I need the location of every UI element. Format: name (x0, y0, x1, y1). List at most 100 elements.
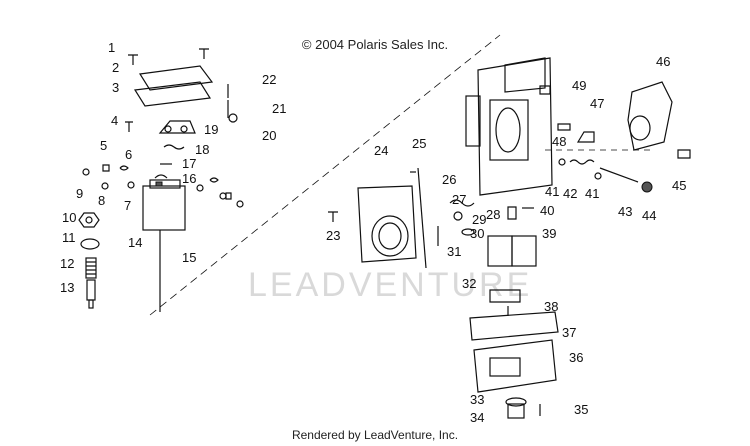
part-nut-10 (78, 212, 100, 228)
part-screw-43 (599, 167, 639, 183)
part-washer-41b (594, 172, 602, 180)
callout-24: 24 (374, 143, 388, 158)
part-e-ring-9b (236, 200, 244, 208)
part-gasket-37 (469, 311, 559, 341)
callout-22: 22 (262, 72, 276, 87)
part-plug-34 (507, 403, 525, 419)
callout-31: 31 (447, 244, 461, 259)
part-washer-41 (558, 158, 566, 166)
part-washer-7 (127, 181, 135, 189)
part-float-bowl-36 (473, 339, 557, 393)
callout-45: 45 (672, 178, 686, 193)
part-slide-valve-14 (142, 179, 186, 231)
part-cap-44 (641, 181, 653, 193)
callout-40: 40 (540, 203, 554, 218)
part-washer-11 (80, 238, 100, 250)
callout-49: 49 (572, 78, 586, 93)
part-clip-5 (102, 164, 110, 172)
part-jet-28 (507, 206, 517, 220)
callout-35: 35 (574, 402, 588, 417)
callout-41: 41 (545, 184, 559, 199)
part-spring-12 (85, 257, 97, 279)
part-spring-42 (569, 159, 595, 165)
part-washer-7b (196, 184, 204, 192)
callout-28: 28 (486, 207, 500, 222)
part-gasket-25 (417, 167, 427, 269)
callout-1: 1 (108, 40, 115, 55)
watermark: LEADVENTURE (248, 266, 532, 304)
callout-34: 34 (470, 410, 484, 425)
callout-42: 42 (563, 186, 577, 201)
callout-6: 6 (125, 147, 132, 162)
callout-13: 13 (60, 280, 74, 295)
part-e-ring-9 (82, 168, 90, 176)
callout-33: 33 (470, 392, 484, 407)
part-screw-23 (328, 211, 338, 222)
callout-41-second: 41 (585, 186, 599, 201)
part-throttle-cover-46 (627, 81, 673, 151)
copyright-text: © 2004 Polaris Sales Inc. (301, 37, 449, 52)
callout-18: 18 (195, 142, 209, 157)
callout-4: 4 (111, 113, 118, 128)
callout-46: 46 (656, 54, 670, 69)
callout-3: 3 (112, 80, 119, 95)
callout-37: 37 (562, 325, 576, 340)
part-o-ring-30 (461, 228, 475, 236)
part-plunger-13 (86, 279, 96, 309)
part-cap-47 (576, 131, 595, 143)
separation-dash-line (149, 34, 501, 316)
callout-43: 43 (618, 204, 632, 219)
callout-39: 39 (542, 226, 556, 241)
callout-48: 48 (552, 134, 566, 149)
part-holder-19 (158, 120, 196, 134)
callout-20: 20 (262, 128, 276, 143)
callout-11: 11 (62, 230, 76, 245)
callout-47: 47 (590, 96, 604, 111)
part-spring-18 (163, 144, 185, 150)
part-gasket-3 (133, 81, 212, 107)
part-clip-6 (119, 165, 129, 171)
part-float-39 (487, 235, 537, 267)
part-screw-4 (125, 121, 133, 132)
callout-44: 44 (642, 208, 656, 223)
callout-21: 21 (272, 101, 286, 116)
callout-7: 7 (124, 198, 131, 213)
callout-27: 27 (452, 192, 466, 207)
callout-9: 9 (76, 186, 83, 201)
part-fitting-48 (557, 123, 571, 131)
part-plate-24 (357, 185, 417, 263)
callout-32: 32 (462, 276, 476, 291)
callout-26: 26 (442, 172, 456, 187)
callout-30: 30 (470, 226, 484, 241)
callout-25: 25 (412, 136, 426, 151)
callout-14: 14 (128, 235, 142, 250)
callout-2: 2 (112, 60, 119, 75)
part-screw-45 (677, 149, 691, 159)
callout-36: 36 (569, 350, 583, 365)
callout-17: 17 (182, 156, 196, 171)
callout-5: 5 (100, 138, 107, 153)
callout-8: 8 (98, 193, 105, 208)
callout-15: 15 (182, 250, 196, 265)
part-fitting-49 (539, 85, 551, 95)
part-clip-5b (225, 192, 232, 200)
part-screw-pair-1 (128, 48, 209, 65)
part-washer-8 (101, 182, 109, 190)
part-spring-27 (449, 199, 475, 207)
part-float-32 (489, 289, 521, 303)
callout-16: 16 (182, 171, 196, 186)
part-plate-2 (138, 65, 214, 91)
part-clip-16 (154, 174, 168, 179)
callout-23: 23 (326, 228, 340, 243)
part-carburetor-body (465, 57, 553, 196)
callout-12: 12 (60, 256, 74, 271)
callout-19: 19 (204, 122, 218, 137)
callout-29: 29 (472, 212, 486, 227)
callout-38: 38 (544, 299, 558, 314)
part-washer-29 (453, 211, 463, 221)
part-washer-20 (228, 113, 238, 123)
part-washer-8b (219, 192, 227, 200)
